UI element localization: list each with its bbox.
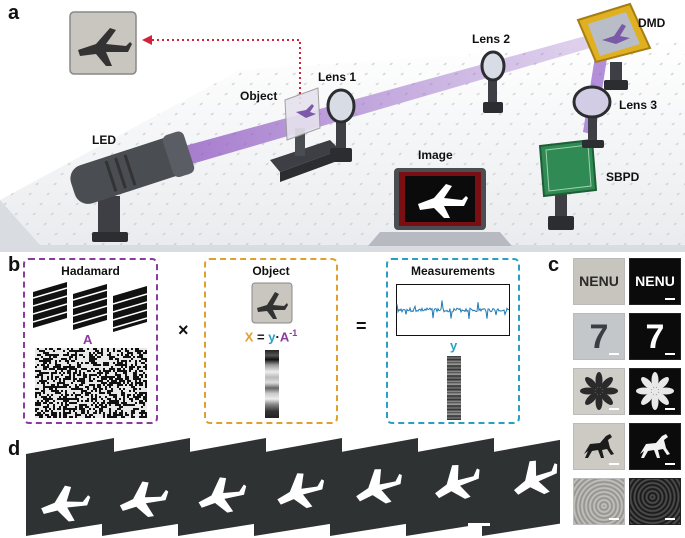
scale-bar [609, 463, 619, 465]
airplane-icon [356, 469, 402, 504]
scale-bar [665, 463, 675, 465]
airplane-icon [119, 481, 169, 518]
fingerprint-reconstruction [629, 478, 681, 525]
object-box: Object X = y·A-1 [204, 258, 338, 424]
dmd [576, 2, 652, 90]
lens-1 [326, 88, 356, 162]
scale-bar [665, 518, 675, 520]
panel-label-b: b [8, 254, 21, 276]
seven-object-photo: 7 [573, 313, 625, 360]
horse-reconstruction [629, 423, 681, 470]
measurement-signal-plot [396, 284, 510, 336]
return-arrow [150, 39, 301, 104]
measurements-title: Measurements [410, 264, 496, 278]
panel-label-c: c [548, 254, 560, 276]
seven-reconstruction-text: 7 [645, 318, 665, 356]
object-airplane-icon [251, 282, 293, 324]
scale-bar [609, 518, 619, 520]
hadamard-patterns [33, 282, 148, 332]
horse-icon [640, 434, 670, 458]
panel-label-a: a [8, 2, 20, 24]
flower-icon [580, 372, 618, 410]
led-source [70, 131, 195, 242]
horse-object-photo [573, 423, 625, 470]
equals-operator: = [356, 316, 367, 336]
object-label: Object [240, 89, 278, 103]
airplane-thumbnail-icon [69, 11, 137, 75]
fingerprint-object-photo [573, 478, 625, 525]
dynamic-reconstruction-sequence [26, 438, 560, 536]
scale-bar [468, 523, 490, 526]
eq-exponent: -1 [289, 328, 298, 338]
nenu-object-text: NENU [579, 273, 619, 289]
flower-object-photo [573, 368, 625, 415]
times-operator: × [178, 320, 189, 340]
airplane-icon [198, 477, 247, 513]
scale-bar [665, 353, 675, 355]
scale-bar [665, 298, 675, 300]
lens-3 [572, 85, 612, 146]
results-grid: NENU NENU 7 7 [573, 258, 681, 530]
object-vector-strip [265, 350, 279, 418]
object-holder [270, 87, 340, 182]
scale-bar [609, 353, 619, 355]
hadamard-box: Hadamard A [23, 258, 158, 424]
vector-y-label: y [450, 338, 458, 353]
dmd-label: DMD [638, 16, 666, 30]
seven-object-text: 7 [589, 318, 609, 356]
eq-a: A [279, 329, 290, 345]
eq-dot: · [275, 329, 280, 345]
reconstruction-equation: X = y·A-1 [206, 328, 336, 344]
hadamard-matrix [35, 348, 147, 418]
matrix-a-label: A [83, 332, 93, 347]
eq-equals: = [253, 329, 269, 345]
led-label: LED [92, 133, 116, 147]
airplane-icon [435, 464, 480, 499]
seven-reconstruction: 7 [629, 313, 681, 360]
optical-setup-illustration [0, 2, 685, 252]
airplane-icon [513, 460, 558, 495]
nenu-object-photo: NENU [573, 258, 625, 305]
object-title: Object [252, 264, 290, 278]
lens-2 [480, 50, 506, 113]
measurements-box: Measurements y [386, 258, 520, 424]
airplane-icon [41, 485, 91, 522]
nenu-reconstruction-text: NENU [635, 273, 675, 289]
lens-3-label: Lens 3 [619, 98, 658, 112]
eq-y: y [268, 329, 276, 345]
lens-1-label: Lens 1 [318, 70, 357, 84]
eq-x: X [244, 329, 254, 345]
measurement-vector-strip [447, 356, 461, 420]
scale-bar [609, 408, 619, 410]
hadamard-title: Hadamard [61, 264, 120, 278]
sbpd-detector [538, 138, 598, 230]
nenu-reconstruction: NENU [629, 258, 681, 305]
horse-icon [584, 434, 614, 458]
flower-reconstruction [629, 368, 681, 415]
panel-label-d: d [8, 438, 21, 460]
sbpd-label: SBPD [606, 170, 640, 184]
scale-bar [665, 408, 675, 410]
lens-2-label: Lens 2 [472, 32, 511, 46]
laptop [368, 168, 512, 246]
image-label: Image [418, 148, 453, 162]
airplane-icon [277, 473, 325, 509]
flower-icon [636, 372, 674, 410]
